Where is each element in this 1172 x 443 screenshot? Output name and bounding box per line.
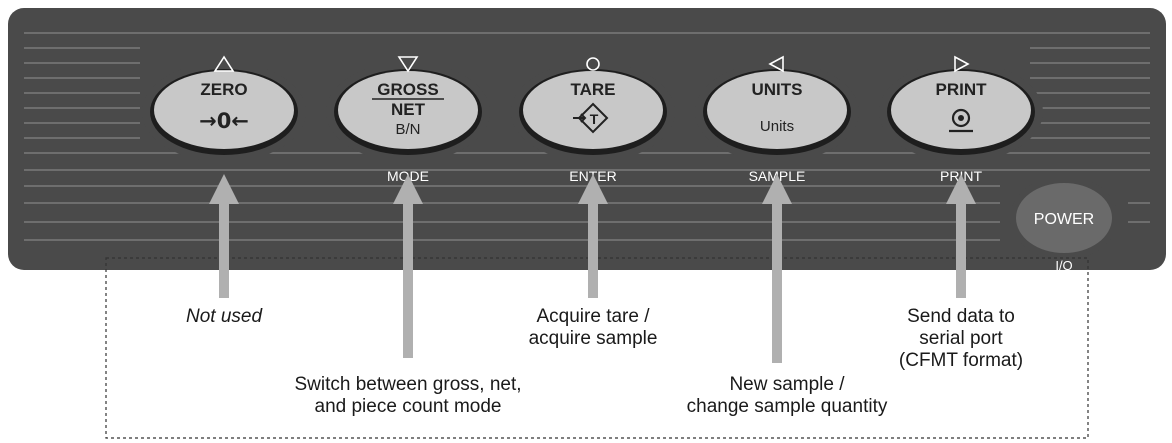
- enter-pointer-arrow: [578, 174, 608, 298]
- right-triangle-icon: [954, 55, 970, 73]
- pointer-arrows: [209, 174, 976, 363]
- print-key[interactable]: PRINT: [887, 69, 1035, 155]
- bn-key-label: B/N: [395, 121, 420, 138]
- callout-frame: [105, 257, 1089, 439]
- tare-key[interactable]: TARE T: [519, 69, 667, 155]
- left-triangle-icon: [768, 55, 784, 73]
- tare-key-label: TARE: [570, 80, 615, 99]
- print-key-label: PRINT: [936, 80, 988, 99]
- print-icon: [949, 108, 973, 133]
- zero-key-label: ZERO: [200, 80, 247, 99]
- sample-caption: New sample / change sample quantity: [686, 374, 888, 417]
- units-sub-label: Units: [760, 118, 794, 135]
- power-button[interactable]: POWER: [1016, 183, 1112, 253]
- down-triangle-icon: [397, 56, 419, 73]
- gross-net-key[interactable]: GROSS NET B/N: [334, 69, 482, 155]
- circle-icon: [586, 57, 600, 71]
- tare-icon: T: [573, 102, 609, 134]
- svg-text:T: T: [590, 111, 599, 127]
- print-caption: Send data to serial port (CFMT format): [898, 306, 1024, 371]
- zero-caption: Not used: [185, 306, 263, 327]
- mode-caption: Switch between gross, net, and piece cou…: [294, 374, 522, 417]
- zero-key[interactable]: ZERO →0←: [150, 69, 298, 155]
- zero-symbol-icon: →0←: [199, 109, 249, 133]
- power-label: POWER: [1034, 211, 1094, 228]
- gross-key-label: GROSS: [377, 80, 438, 99]
- io-label: I/O: [1055, 258, 1072, 273]
- units-key[interactable]: UNITS Units: [703, 69, 851, 155]
- zero-pointer-arrow: [209, 174, 239, 298]
- mode-pointer-arrow: [393, 174, 423, 358]
- sample-pointer-arrow: [762, 174, 792, 363]
- enter-caption: Acquire tare / acquire sample: [528, 306, 658, 349]
- up-triangle-icon: [213, 55, 235, 72]
- print-pointer-arrow: [946, 174, 976, 298]
- units-key-label: UNITS: [752, 80, 803, 99]
- net-key-label: NET: [391, 100, 426, 119]
